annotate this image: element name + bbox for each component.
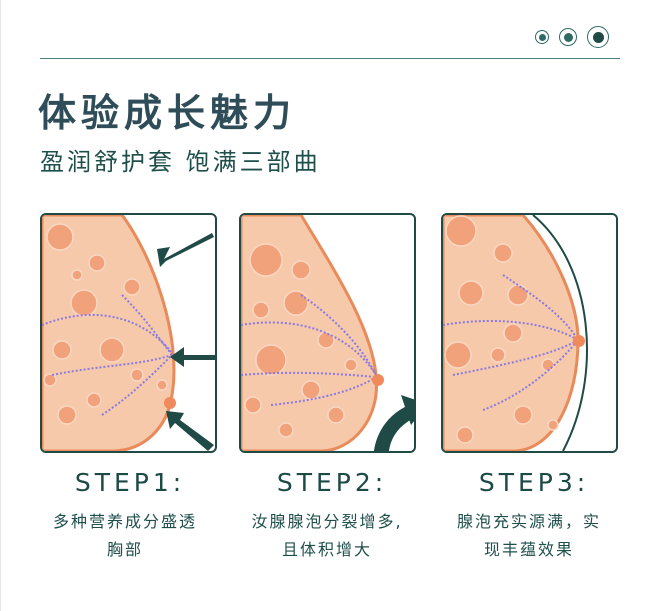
step1-description: 多种营养成分盛透 胸部 <box>25 508 225 564</box>
step3-desc-line2: 现丰蕴效果 <box>483 540 574 559</box>
step-indicator-dots <box>535 26 609 48</box>
step1-illustration <box>40 213 217 453</box>
step2-desc-line1: 汝腺腺泡分裂增多, <box>251 512 403 531</box>
step1-label: STEP1: <box>74 468 186 497</box>
page-subtitle: 盈润舒护套 饱满三部曲 <box>40 148 321 176</box>
step2-description: 汝腺腺泡分裂增多, 且体积增大 <box>227 508 427 564</box>
step3-description: 腺泡充实源满，实 现丰蕴效果 <box>429 508 629 564</box>
step3-illustration <box>441 213 618 453</box>
step3-desc-line1: 腺泡充实源满，实 <box>456 512 601 531</box>
step2-desc-line2: 且体积增大 <box>281 540 372 559</box>
step2-illustration <box>239 213 416 453</box>
step1-desc-line1: 多种营养成分盛透 <box>52 512 197 531</box>
step3-label: STEP3: <box>478 468 590 497</box>
page-title: 体验成长魅力 <box>38 91 297 135</box>
step1-desc-line2: 胸部 <box>106 540 143 559</box>
page-edge <box>0 0 1 611</box>
dot-icon <box>535 30 549 44</box>
dot-icon <box>559 28 577 46</box>
header-divider <box>40 58 620 59</box>
step2-label: STEP2: <box>276 468 388 497</box>
dot-icon <box>587 26 609 48</box>
